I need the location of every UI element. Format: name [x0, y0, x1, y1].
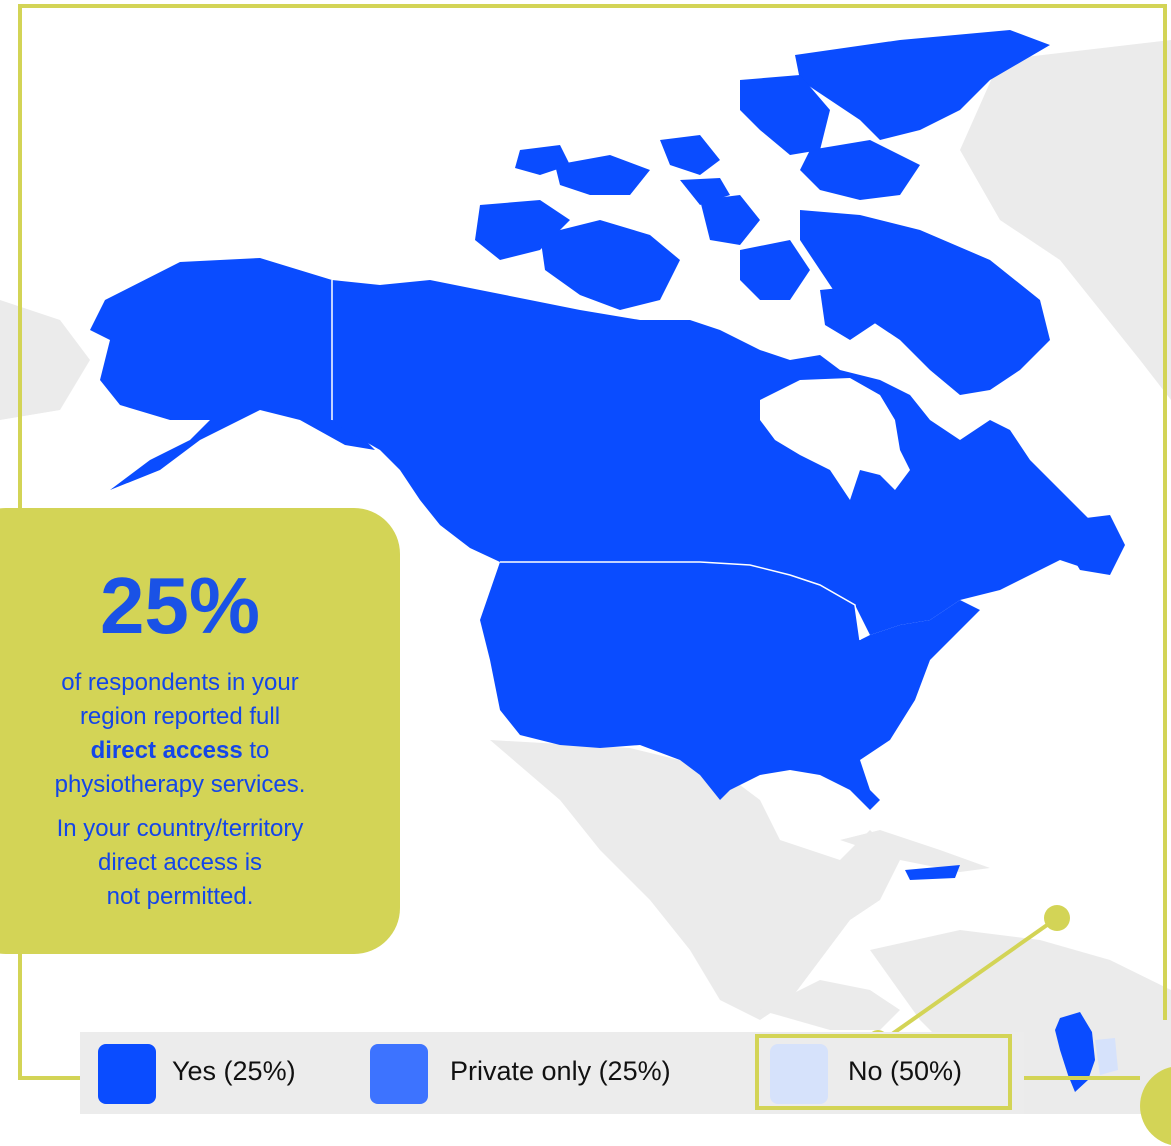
- map-infographic: 25% of respondents in your region report…: [0, 4, 1171, 1146]
- stat-value: 25%: [99, 561, 261, 650]
- stat-line-4: physiotherapy services.: [54, 771, 306, 798]
- arctic-island-1: [795, 30, 1050, 140]
- stat-card: 25% of respondents in your region report…: [0, 508, 400, 954]
- arctic-island-10: [515, 145, 570, 175]
- arctic-island-11: [680, 178, 730, 205]
- suriname-shape: [1095, 1038, 1118, 1075]
- cuba-land: [840, 830, 990, 872]
- hudson-bay: [760, 378, 910, 500]
- stat-line-1: of respondents in your: [61, 669, 299, 696]
- stat-line-2: region reported full: [79, 703, 281, 730]
- siberia-land: [0, 300, 90, 420]
- legend-swatch-private: [370, 1044, 428, 1104]
- arctic-island-7: [660, 135, 720, 175]
- south-america-land: [870, 930, 1171, 1114]
- arctic-island-6: [555, 155, 650, 195]
- stat-line-3-rest: to: [242, 737, 270, 764]
- arctic-island-8: [700, 195, 760, 245]
- frame-lines: [18, 4, 1167, 1080]
- region-map: [0, 4, 1171, 1114]
- legend-highlight-box: [755, 1034, 1012, 1110]
- legend-label-no: No (50%): [848, 1056, 963, 1086]
- arctic-island-4: [475, 200, 570, 260]
- mexico-land: [490, 740, 900, 1020]
- central-america-land: [760, 980, 900, 1030]
- arctic-island-9: [740, 240, 810, 300]
- legend-swatch-no: [770, 1044, 828, 1104]
- stat-line-6: direct access is: [97, 849, 263, 876]
- callout-dot-top: [1044, 905, 1070, 931]
- arctic-island-3: [800, 140, 920, 200]
- usa-shape: [480, 562, 980, 810]
- legend-swatch-yes: [98, 1044, 156, 1104]
- map-legend: Yes (25%) Private only (25%) No (50%): [80, 1032, 1024, 1114]
- guyana-shape: [1055, 1012, 1095, 1092]
- other-land: [0, 40, 1171, 1114]
- legend-label-yes: Yes (25%): [172, 1056, 296, 1086]
- newfoundland-shape: [1065, 515, 1125, 575]
- arctic-island-5: [540, 220, 680, 310]
- yes-countries: [90, 30, 1125, 1092]
- border-lines: [331, 280, 861, 641]
- stat-bold-text: direct access: [90, 737, 243, 764]
- stat-line-5: In your country/territory: [56, 815, 304, 842]
- stat-line-3: direct access to: [0, 736, 400, 766]
- greenland-land: [960, 40, 1171, 400]
- alaska-shape: [90, 258, 375, 490]
- legend-label-private: Private only (25%): [450, 1056, 671, 1086]
- arctic-island-2: [740, 75, 830, 155]
- stat-line-7: not permitted.: [106, 883, 254, 910]
- baffin-island: [800, 210, 1050, 395]
- arctic-island-12: [820, 285, 880, 340]
- bahamas-shape: [905, 865, 960, 880]
- canada-shape: [332, 280, 1110, 635]
